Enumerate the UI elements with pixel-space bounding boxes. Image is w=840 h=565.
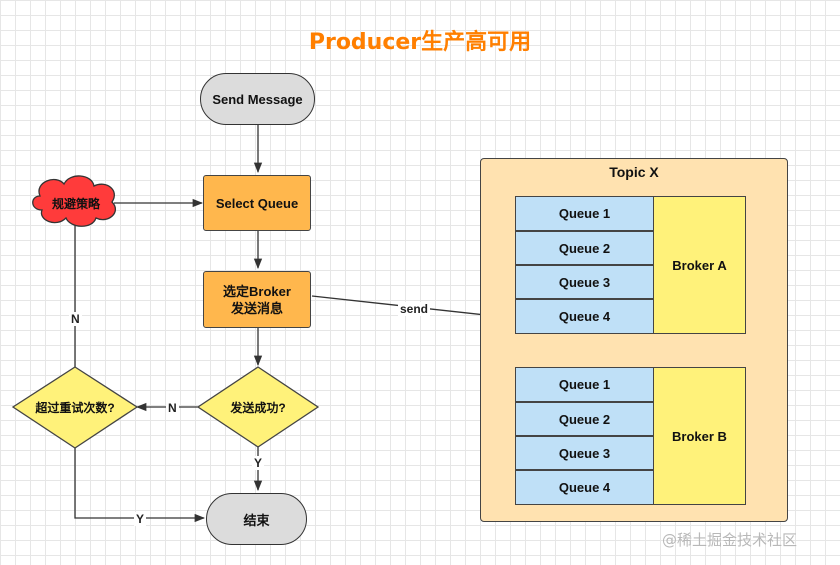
select-broker-label-line1: 选定Broker <box>223 283 291 299</box>
edge-retry-to-end <box>74 448 206 523</box>
select-broker-label-line2: 发送消息 <box>230 300 283 316</box>
broker-a-queue-2: Queue 2 <box>515 231 654 265</box>
broker-a-queue-1: Queue 1 <box>515 196 654 231</box>
select-queue-label: Select Queue <box>215 195 299 211</box>
broker-b: Broker B <box>653 367 746 505</box>
edge-label-yes-down: Y <box>252 456 265 470</box>
edge-label-yes-end: Y <box>134 512 147 526</box>
end-label: 结束 <box>243 512 270 528</box>
broker-b-queue-1: Queue 1 <box>515 367 654 402</box>
broker-b-queue-2: Queue 2 <box>515 402 654 436</box>
select-queue-node: Select Queue <box>203 175 311 231</box>
broker-a-queue-4: Queue 4 <box>515 299 654 334</box>
page-title: Producer生产高可用 <box>308 30 532 55</box>
topic-title: Topic X <box>609 164 659 180</box>
send-success-label: 发送成功? <box>230 400 286 415</box>
decision-retry-exceeded <box>11 366 139 449</box>
broker-a-queue-3: Queue 3 <box>515 265 654 299</box>
edge-label-send: send <box>398 302 431 316</box>
retry-exceeded-label: 超过重试次数? <box>35 400 115 415</box>
end-node: 结束 <box>206 493 307 545</box>
avoid-strategy-label: 规避策略 <box>51 196 100 211</box>
watermark: @稀土掘金技术社区 <box>662 531 798 549</box>
broker-b-queue-4: Queue 4 <box>515 470 654 505</box>
send-message-label: Send Message <box>212 91 303 107</box>
avoid-strategy-cloud <box>32 175 117 227</box>
decision-send-success <box>196 366 320 448</box>
select-broker-node: 选定Broker 发送消息 <box>203 271 311 328</box>
broker-a: Broker A <box>653 196 746 334</box>
edge-label-no-left: N <box>166 401 179 415</box>
send-message-node: Send Message <box>200 73 315 125</box>
broker-b-queue-3: Queue 3 <box>515 436 654 470</box>
edge-label-no-up: N <box>69 312 82 326</box>
